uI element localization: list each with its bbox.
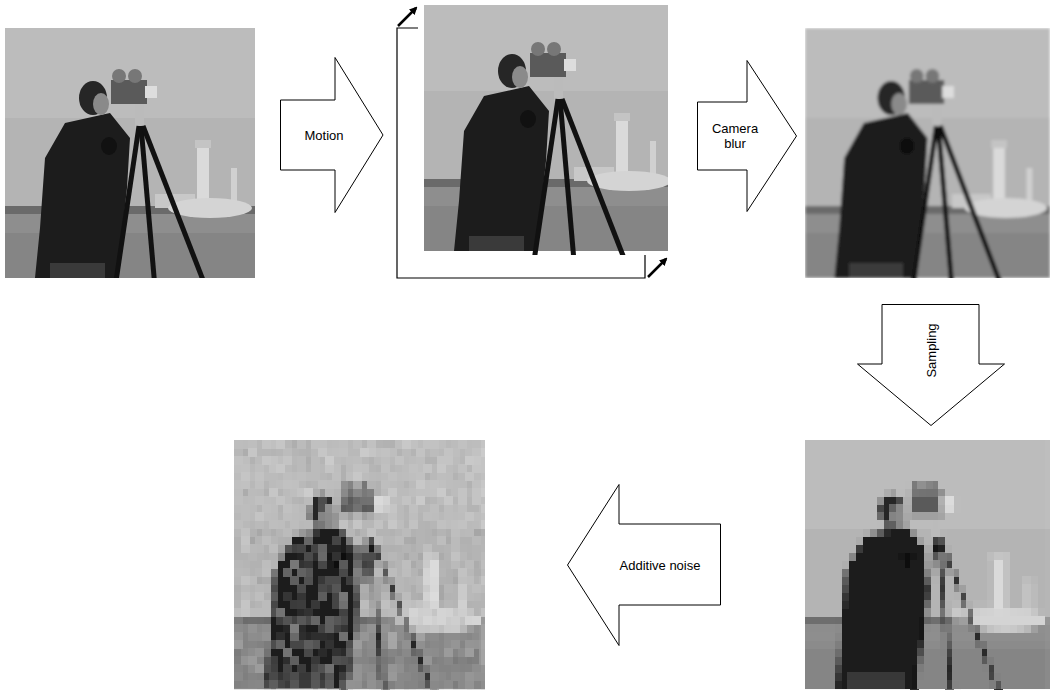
arrow-label: Motion [284, 128, 364, 143]
block-arrow: Sampling [857, 304, 1005, 426]
blurred-image [805, 28, 1050, 298]
noisy-image [233, 440, 485, 693]
block-arrow: Motion [280, 57, 384, 213]
sampled-image [805, 440, 1050, 693]
motion-frame [397, 28, 645, 278]
motion-arrow [398, 8, 416, 26]
block-arrow: Camera blur [697, 60, 797, 212]
arrow-label: Additive noise [603, 558, 717, 573]
original-image [5, 28, 255, 298]
block-arrow: Additive noise [567, 484, 721, 646]
motion-arrow [648, 259, 666, 277]
moved-image [424, 1, 674, 271]
arrow-label: Sampling [923, 323, 938, 377]
arrow-label: Camera blur [703, 121, 767, 151]
